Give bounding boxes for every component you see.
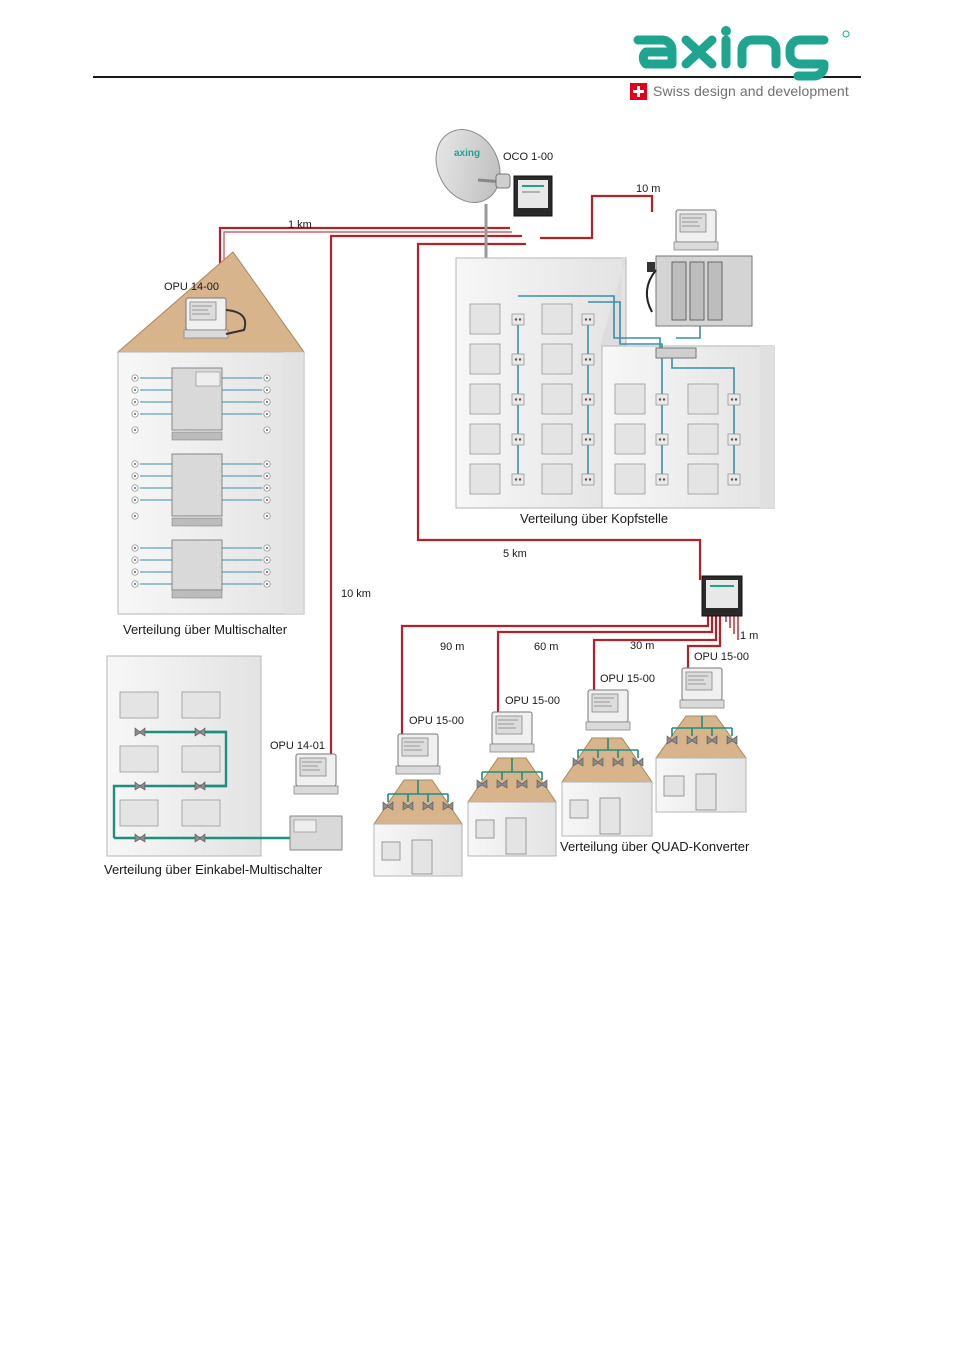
opu-15-00-label-2: OPU 15-00 (505, 695, 560, 707)
distance-90m: 90 m (440, 641, 464, 653)
fiber-line-5km (416, 242, 702, 580)
fiber-lines (218, 194, 739, 762)
multischalter-building (116, 251, 305, 615)
caption-einkabel: Verteilung über Einkabel-Multischalter (104, 862, 323, 877)
fiber-line-60m (496, 616, 714, 712)
opu-14-01-label: OPU 14-01 (270, 740, 325, 752)
distance-10km: 10 km (341, 588, 371, 600)
tagline-text: Swiss design and development (653, 83, 849, 99)
quad-house-4 (655, 667, 747, 813)
svg-text:axing: axing (454, 148, 480, 159)
satellite-dish: axing (435, 129, 511, 262)
headend-rack (645, 209, 753, 327)
page-header: axing Swiss design and development (0, 0, 954, 110)
fiber-line-90m (400, 616, 710, 734)
caption-quad: Verteilung über QUAD-Konverter (560, 839, 750, 854)
quad-oco-unit (701, 575, 743, 617)
swiss-flag-icon (630, 82, 647, 100)
quad-house-1 (373, 733, 463, 877)
distance-30m: 30 m (630, 640, 654, 652)
caption-kopfstelle: Verteilung über Kopfstelle (520, 511, 668, 526)
distance-60m: 60 m (534, 641, 558, 653)
oco-label: OCO 1-00 (503, 151, 553, 163)
distance-5km: 5 km (503, 548, 527, 560)
oco-unit (513, 175, 553, 217)
fiber-line-10m (540, 194, 654, 240)
axing-logo: axing (633, 26, 850, 81)
opu-15-00-label-4: OPU 15-00 (694, 651, 749, 663)
fiber-line-30m (592, 616, 718, 690)
quad-house-3 (561, 689, 653, 837)
distance-10m: 10 m (636, 183, 660, 195)
caption-multischalter: Verteilung über Multischalter (123, 622, 288, 637)
kopfstelle-building (455, 257, 775, 509)
fiber-line-1m (686, 616, 722, 668)
header-rule (93, 76, 861, 78)
tagline: Swiss design and development (630, 82, 849, 100)
opu-15-00-label-1: OPU 15-00 (409, 715, 464, 727)
fiber-line-10km (329, 234, 522, 762)
opu-15-00-label-3: OPU 15-00 (600, 673, 655, 685)
quad-house-2 (467, 711, 557, 857)
distance-1km: 1 km (288, 219, 312, 231)
distance-1m: 1 m (740, 630, 758, 642)
opu-14-00-label: OPU 14-00 (164, 281, 219, 293)
einkabel-building (106, 655, 343, 857)
